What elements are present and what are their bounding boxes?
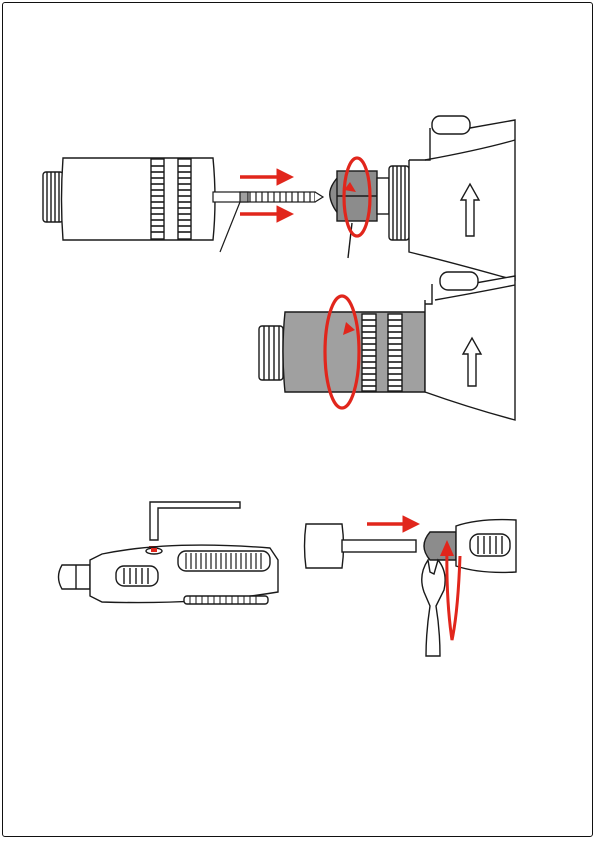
- wrench-icon: [422, 560, 445, 656]
- figure-1: [43, 116, 515, 280]
- rotary-tool-icon: [59, 545, 279, 604]
- figure-2: [259, 272, 515, 420]
- mounted-point-icon: [305, 524, 417, 568]
- drill-chuck-mounted-icon: [259, 272, 515, 420]
- shaft-icon: [213, 192, 323, 252]
- figure-3: [59, 502, 279, 604]
- figure-4: [305, 520, 517, 656]
- drill-chuck-icon: [43, 158, 215, 240]
- tool-nose-icon: [330, 116, 515, 280]
